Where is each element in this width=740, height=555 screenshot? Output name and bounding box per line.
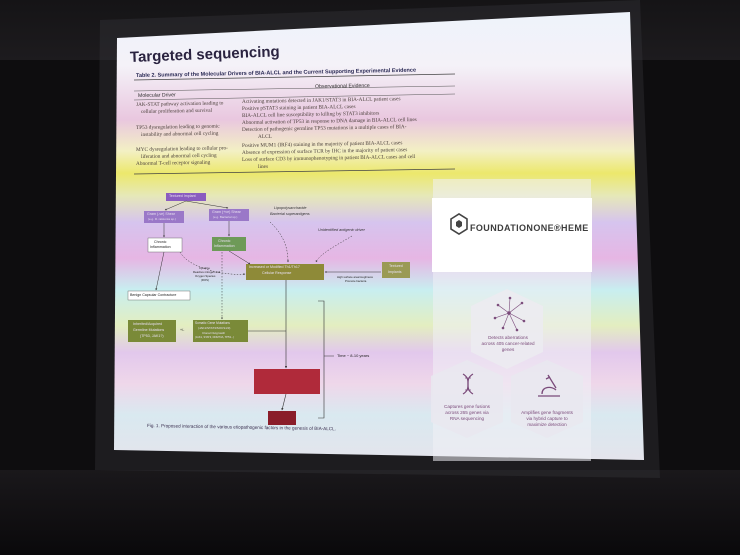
flow-gram-pos-2: (e.g. Bacterial sp.) xyxy=(213,215,238,219)
amplifies-line-1: Amplifies gene fragments xyxy=(521,410,573,415)
col-header-driver: Molecular Driver xyxy=(137,92,176,99)
flow-textured-2: Implants xyxy=(388,270,402,274)
detect-line-2: across 405 cancer-related xyxy=(481,341,535,346)
fusions-line-1: Captures gene fusions xyxy=(444,404,490,409)
foundation-brand: FOUNDATIONONE®HEME xyxy=(470,223,589,233)
dna-icon xyxy=(462,373,474,395)
flow-cytokine-1: Cytokine xyxy=(199,266,210,270)
flow-cytokine-3: Oxygen Species xyxy=(195,274,216,278)
amplifies-line-2: via hybrid capture to xyxy=(526,416,568,421)
microscope-icon xyxy=(538,374,560,397)
flow-lps-1: Lipopolysaccharide xyxy=(274,206,307,210)
flow-chronic-left-1: Chronic xyxy=(154,240,167,244)
flow-increased-1: Increased or Modified Th1/Th17 xyxy=(249,265,300,269)
flow-somatic-3: Clonal Outgrowth xyxy=(202,331,226,335)
fusions-line-3: RNA sequencing xyxy=(449,416,485,421)
amplifies-line-3: maximize detection xyxy=(527,422,567,427)
flow-high-surface-1: High surface area/roughness xyxy=(337,275,373,279)
detect-line-3: genes xyxy=(501,347,515,352)
col-header-evidence: Observational Evidence xyxy=(314,83,370,90)
row2-evidence-3: ALCL xyxy=(257,133,272,140)
flow-antigen: Unidentified antigenic driver xyxy=(318,228,365,232)
detect-line-1: Detects aberrations xyxy=(488,335,528,340)
flow-inherited-2: Germline Mutations xyxy=(133,328,165,332)
flow-gram-neg-2: (e.g. R. ralstonia sp.) xyxy=(148,217,176,221)
flow-somatic-4: (JAK1, STAT3, DNMT3A, TP53...) xyxy=(195,336,234,339)
network-icon xyxy=(493,296,526,332)
flow-increased-2: Cellular Response xyxy=(262,271,292,275)
flow-gram-neg-1: Gram (-ve) Shear xyxy=(147,212,175,216)
hexagon-group xyxy=(431,289,583,438)
flow-inherited-1: Inherited/Acquired xyxy=(133,322,163,326)
flow-chronic-left-2: Inflammation xyxy=(150,245,171,249)
flow-chronic-right-1: Chronic xyxy=(218,239,231,243)
row3-evidence-4: lines xyxy=(257,163,269,170)
flow-time-label: Time ~ 8-10 years xyxy=(337,353,370,358)
flow-inherited-3: (TP53, JAK1?) xyxy=(140,334,164,338)
flow-textured-1: Textured xyxy=(389,264,403,268)
flow-chronic-right-2: Inflammation xyxy=(214,244,235,248)
foundation-logo-icon xyxy=(450,213,468,235)
flow-gram-pos-1: Gram (+ve) Shear xyxy=(212,210,241,214)
flow-cytokine-2: Reactive nitrogen and xyxy=(193,270,221,274)
flowchart xyxy=(127,193,410,425)
room-background-bottom xyxy=(0,470,740,555)
flow-somatic-1: Somatic Gene Mutations xyxy=(195,321,230,325)
foundation-logo-card xyxy=(432,198,592,272)
flow-high-surface-2: Promote bacteria xyxy=(345,279,367,283)
flow-somatic-2: (JAK1/STAT3/SOCS1/3) xyxy=(198,326,231,330)
flow-benign: Benign Capsular Contracture xyxy=(130,293,177,297)
flow-top-box: Textured Implant xyxy=(169,194,196,198)
flow-lps-2: Bacterial superantigens xyxy=(270,212,310,216)
flow-cytokine-4: (ROS) xyxy=(201,278,209,282)
flow-plus-minus: +/- xyxy=(180,328,185,332)
fusions-line-2: across 265 genes via xyxy=(445,410,489,415)
